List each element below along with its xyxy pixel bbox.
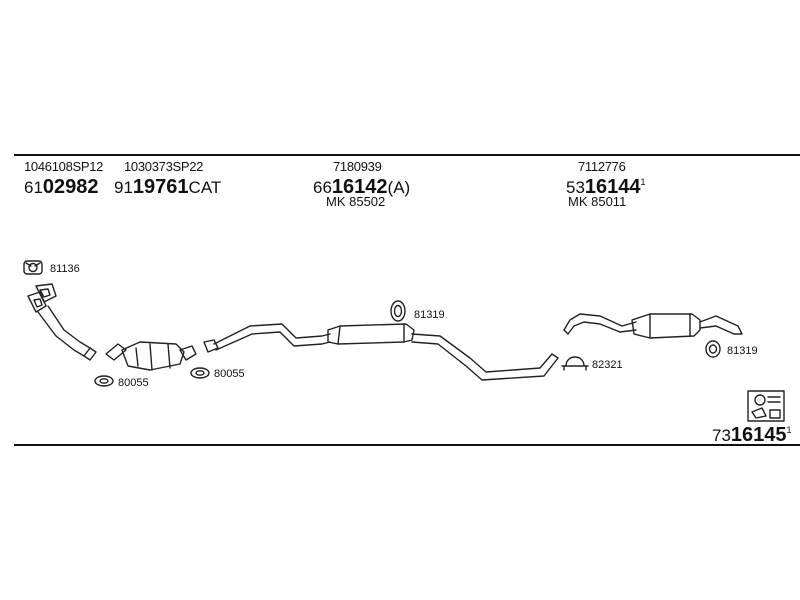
bottom-divider: [14, 444, 800, 446]
rubber-mount-icon: [390, 300, 406, 322]
part-mk-4: MK 85011: [568, 194, 627, 209]
clip-label-82321: 82321: [592, 359, 623, 371]
pipe-clamp-icon: [561, 356, 589, 371]
part-ref-2: 1030373SP22: [124, 159, 204, 174]
part-number-2: 9119761CAT: [114, 176, 222, 198]
part-mk-3: MK 85502: [326, 194, 386, 209]
catalytic-converter-icon: [105, 341, 197, 371]
gasket-icon: [94, 375, 114, 387]
part-number-4: 53161441: [566, 176, 646, 198]
fitting-kit-icon: [747, 390, 785, 422]
part-ref-4: 7112776: [578, 159, 626, 174]
clip-label-80055-left: 80055: [118, 377, 149, 389]
clip-label-80055-right: 80055: [214, 368, 245, 380]
centre-silencer-pipe-icon: [203, 323, 559, 381]
fitting-kit-number: 73161451: [712, 424, 792, 446]
part-number-1: 6102982: [24, 176, 99, 198]
part-ref-3: 7180939: [333, 159, 382, 174]
clip-label-81319-middle: 81319: [414, 309, 445, 321]
top-divider: [14, 154, 800, 156]
clip-label-81319-right: 81319: [727, 345, 758, 357]
rubber-mount-icon: [705, 340, 721, 358]
part-number-3: 6616142(A): [313, 176, 411, 198]
clamp-icon: [23, 260, 43, 275]
part-ref-1: 1046108SP12: [24, 159, 104, 174]
clip-label-81136: 81136: [50, 263, 80, 275]
front-downpipe-icon: [27, 283, 97, 361]
gasket-icon: [190, 367, 210, 379]
rear-silencer-pipe-icon: [563, 313, 743, 339]
